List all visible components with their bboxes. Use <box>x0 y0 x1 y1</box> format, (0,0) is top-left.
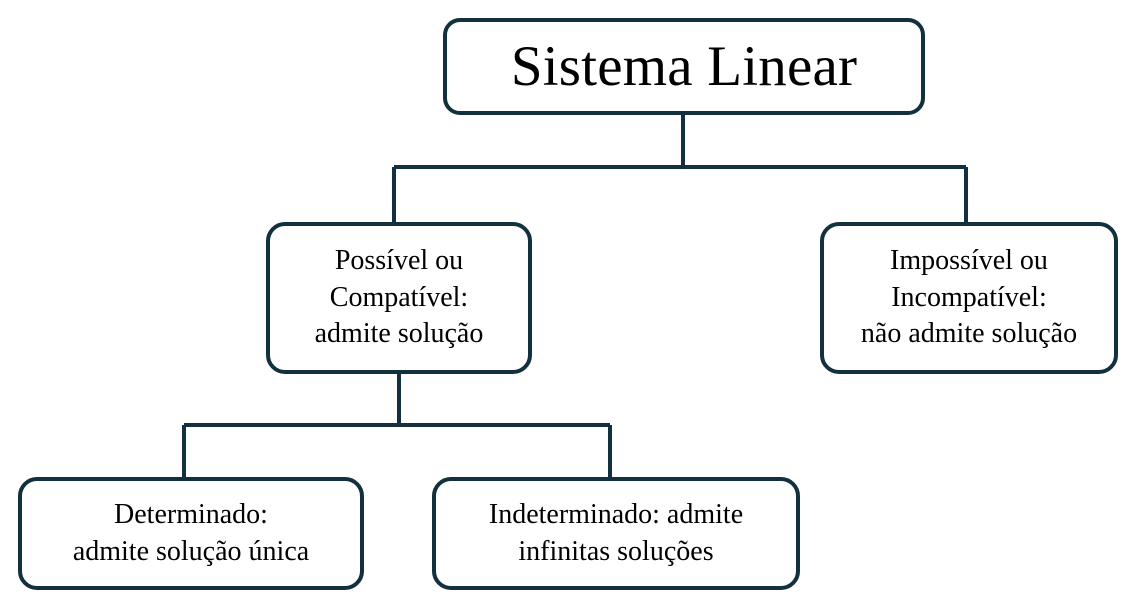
node-sistema-linear: Sistema Linear <box>443 18 925 115</box>
node-possivel-compativel-label: Possível ou Compatível: admite solução <box>314 245 484 350</box>
node-impossivel-incompativel-label: Impossível ou Incompatível: não admite s… <box>860 245 1078 350</box>
node-possivel-compativel: Possível ou Compatível: admite solução <box>266 222 532 374</box>
node-determinado: Determinado: admite solução única <box>18 477 364 590</box>
node-determinado-label: Determinado: admite solução única <box>72 499 310 567</box>
node-impossivel-incompativel: Impossível ou Incompatível: não admite s… <box>820 222 1118 374</box>
node-sistema-linear-label: Sistema Linear <box>510 35 858 98</box>
node-indeterminado-label: Indeterminado: admite infinitas soluções <box>488 499 744 567</box>
node-indeterminado: Indeterminado: admite infinitas soluções <box>432 477 800 590</box>
